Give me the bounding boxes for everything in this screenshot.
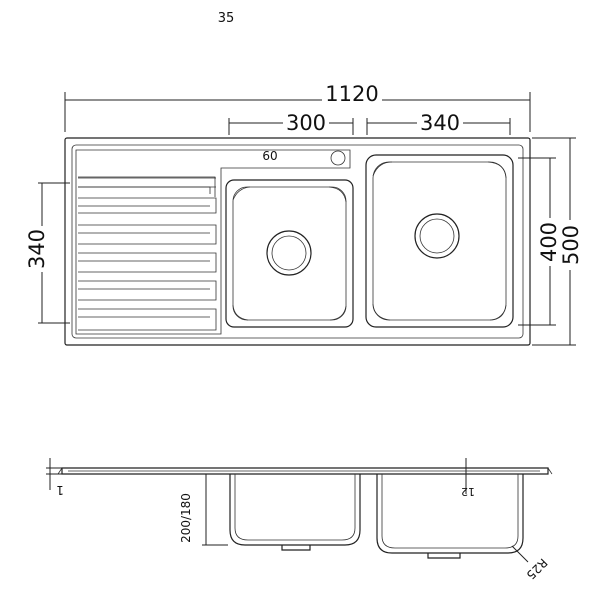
left-bowl-width-label: 300 <box>286 111 326 135</box>
right-bowl-section <box>376 474 524 554</box>
right-drain-outer <box>414 213 460 259</box>
sink-inner-rim <box>71 144 524 339</box>
right-bowl-outer <box>365 154 514 328</box>
right-bowl-width-label: 340 <box>420 111 460 135</box>
right-depth-label: 12 <box>461 485 475 498</box>
left-drain-stub <box>281 545 311 551</box>
tap-offset-label: 60 <box>262 149 277 163</box>
drainer-panel <box>75 149 351 335</box>
plan-view: 60 <box>64 137 531 346</box>
bowl-depth-plan-label: 400 <box>537 222 561 262</box>
right-drain-inner <box>419 218 455 254</box>
drainer-width-label: 340 <box>25 229 49 269</box>
left-bowl-section <box>229 474 361 546</box>
side-thickness-label: 1 <box>56 483 64 497</box>
plan-dimensions: 1120 300 340 340 400 500 <box>25 82 583 346</box>
side-view: 1 200/180 12 R25 <box>46 458 553 583</box>
left-bowl-inner <box>232 186 347 321</box>
left-drain-inner <box>271 235 307 271</box>
overall-width-label: 500 <box>559 225 583 265</box>
right-drain-stub <box>427 553 461 559</box>
corner-radius-label: R25 <box>524 556 551 583</box>
right-bowl-inner <box>372 161 507 321</box>
top-note: 35 <box>218 11 235 26</box>
left-bowl-outer <box>225 179 354 328</box>
left-drain-outer <box>266 230 312 276</box>
sink-outline <box>64 137 531 346</box>
overall-length-label: 1120 <box>325 82 378 106</box>
bowl-depth-label: 200/180 <box>179 493 193 543</box>
tap-hole <box>330 150 346 166</box>
drainer-grooves <box>78 176 217 331</box>
deck-profile <box>61 467 549 475</box>
